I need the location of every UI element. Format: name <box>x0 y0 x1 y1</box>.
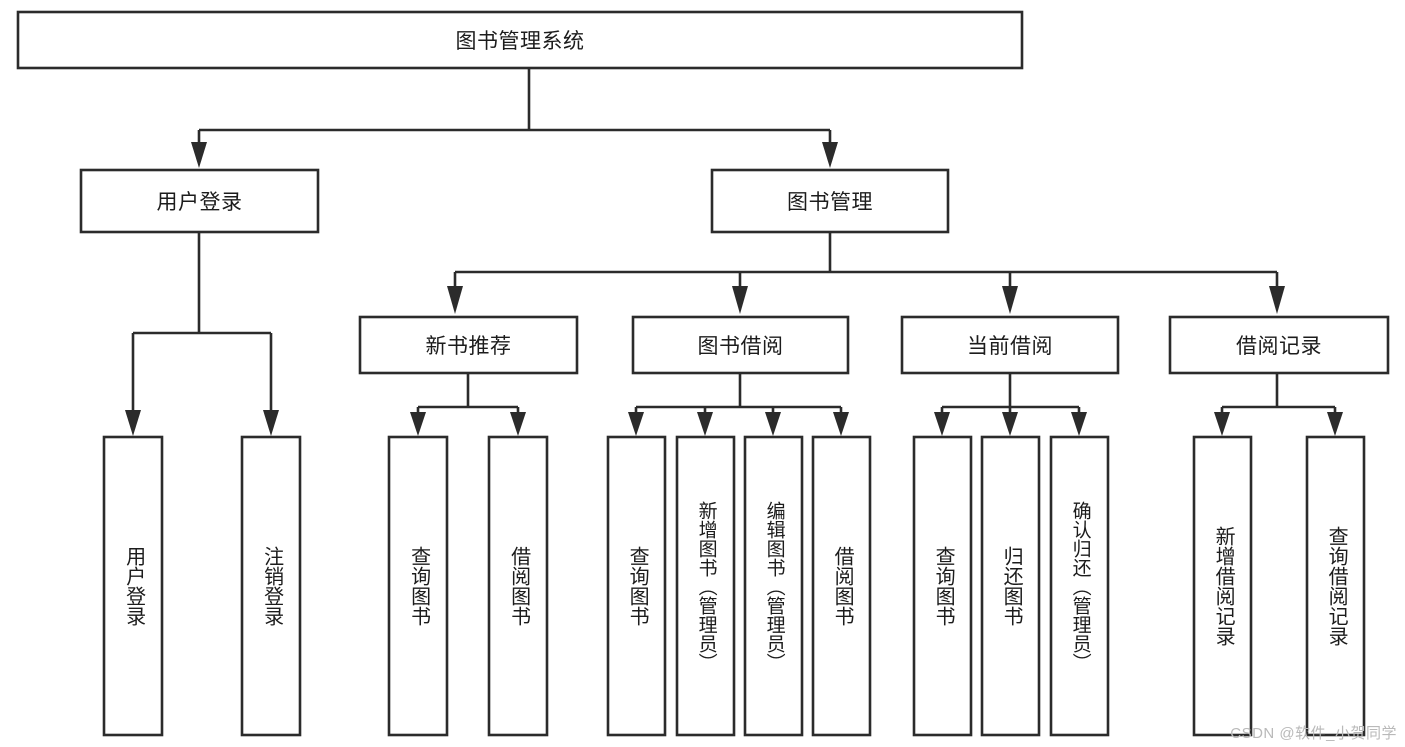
arrow-head-level2-1 <box>822 142 838 168</box>
node-level3-3-box[interactable] <box>1168 315 1390 375</box>
node-leaf-5-box[interactable] <box>675 435 736 737</box>
arrow-head-borrow-leaf-3 <box>833 412 849 436</box>
arrow-head-borrow-leaf-0 <box>628 412 644 436</box>
node-leaf-0-box[interactable] <box>102 435 164 737</box>
node-level3-2-box[interactable] <box>900 315 1120 375</box>
node-level3-0-box[interactable] <box>358 315 579 375</box>
arrow-head-login-leaf-1 <box>263 410 279 436</box>
arrow-head-current-leaf-0 <box>934 412 950 436</box>
arrow-head-current-leaf-2 <box>1071 412 1087 436</box>
arrow-head-newbook-leaf-1 <box>510 412 526 436</box>
node-leaf-11-box[interactable] <box>1192 435 1253 737</box>
node-leaf-8-box[interactable] <box>912 435 973 737</box>
arrow-head-current-leaf-1 <box>1002 412 1018 436</box>
node-leaf-10-box[interactable] <box>1049 435 1110 737</box>
arrow-head-record-leaf-1 <box>1327 412 1343 436</box>
arrow-head-level3-2 <box>1002 286 1018 314</box>
arrow-head-borrow-leaf-2 <box>765 412 781 436</box>
arrow-head-borrow-leaf-1 <box>697 412 713 436</box>
node-leaf-6-box[interactable] <box>743 435 804 737</box>
arrow-head-login-leaf-0 <box>125 410 141 436</box>
arrow-head-level3-3 <box>1269 286 1285 314</box>
node-leaf-1-box[interactable] <box>240 435 302 737</box>
arrow-head-level2-0 <box>191 142 207 168</box>
arrow-head-newbook-leaf-0 <box>410 412 426 436</box>
node-leaf-4-box[interactable] <box>606 435 667 737</box>
arrow-head-record-leaf-0 <box>1214 412 1230 436</box>
node-leaf-3-box[interactable] <box>487 435 549 737</box>
arrow-head-level3-1 <box>732 286 748 314</box>
node-root-box[interactable] <box>16 10 1024 70</box>
arrow-head-level3-0 <box>447 286 463 314</box>
node-leaf-12-box[interactable] <box>1305 435 1366 737</box>
node-level2-1-box[interactable] <box>710 168 950 234</box>
node-level2-0-box[interactable] <box>79 168 320 234</box>
node-level3-1-box[interactable] <box>631 315 850 375</box>
csdn-watermark: CSDN @软件_小贺同学 <box>1230 725 1397 742</box>
node-leaf-7-box[interactable] <box>811 435 872 737</box>
node-leaf-9-box[interactable] <box>980 435 1041 737</box>
node-leaf-2-box[interactable] <box>387 435 449 737</box>
